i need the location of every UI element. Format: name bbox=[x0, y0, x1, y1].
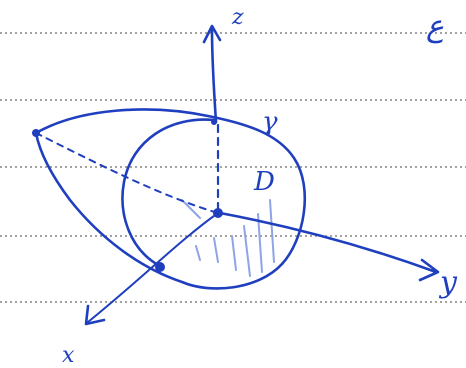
points bbox=[32, 119, 223, 272]
z-axis-arrowhead bbox=[202, 24, 222, 44]
surface-outline bbox=[34, 108, 306, 290]
corner-note: ع bbox=[426, 9, 444, 44]
region-hatching bbox=[181, 199, 275, 277]
y-axis bbox=[218, 211, 438, 274]
region-label-d: D bbox=[253, 167, 275, 197]
top-point bbox=[211, 119, 217, 125]
x-axis-arrowhead bbox=[84, 304, 106, 326]
circle-boundary bbox=[121, 118, 216, 268]
y-axis-label: y bbox=[438, 265, 458, 300]
y-axis-arrowhead bbox=[418, 258, 440, 282]
z-axis bbox=[210, 28, 218, 124]
x-axis bbox=[87, 212, 219, 323]
curve-label-gamma: γ bbox=[262, 107, 278, 137]
z-axis-label: z bbox=[231, 5, 244, 30]
hidden-line bbox=[35, 132, 219, 214]
left-tip-point bbox=[32, 129, 40, 137]
x-axis-label: x bbox=[62, 343, 75, 368]
x-intercept-point bbox=[155, 262, 165, 272]
ruled-lines bbox=[0, 32, 466, 303]
origin-point bbox=[213, 208, 223, 218]
